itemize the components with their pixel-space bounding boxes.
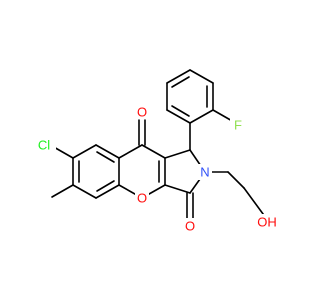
bond	[189, 109, 214, 124]
nitrogen-atom: N	[198, 164, 212, 180]
bond	[72, 184, 97, 199]
bond	[164, 149, 191, 159]
bond	[171, 76, 190, 88]
bond	[227, 171, 245, 189]
ring-oxygen-atom: O	[135, 190, 149, 206]
bond	[51, 184, 74, 198]
bonds	[51, 69, 267, 219]
bond	[96, 180, 115, 192]
chlorine-atom: Cl	[32, 137, 56, 153]
bond	[96, 151, 115, 163]
bond	[95, 144, 120, 159]
ketone-oxygen-label: O	[137, 105, 147, 120]
ketone-oxygen-atom: O	[135, 103, 149, 120]
bond	[166, 69, 191, 84]
bond	[166, 109, 191, 124]
label-background	[230, 117, 244, 133]
bond	[95, 184, 120, 199]
fluorine-atom: F	[230, 117, 244, 133]
label-background	[254, 214, 280, 230]
label-background	[32, 137, 56, 153]
lactam-oxygen-label: O	[185, 219, 195, 234]
structure-drawing: Cl F O O O N OH	[32, 69, 280, 234]
bond	[118, 144, 143, 159]
hydroxyl-group: OH	[254, 214, 280, 230]
atom-labels: Cl F O O O N OH	[32, 103, 280, 234]
label-background	[183, 218, 197, 234]
label-background	[135, 103, 149, 119]
nitrogen-label: N	[200, 165, 209, 180]
chlorine-label: Cl	[38, 138, 50, 153]
bond	[164, 184, 191, 194]
bond	[141, 144, 166, 159]
label-background	[198, 164, 212, 180]
molecule-canvas: Cl F O O O N OH	[32, 69, 280, 234]
bond	[72, 144, 97, 159]
hydroxyl-label: OH	[257, 215, 277, 230]
bond	[171, 105, 190, 117]
ring-oxygen-label: O	[137, 191, 147, 206]
bond	[243, 187, 267, 219]
fluorine-label: F	[234, 118, 242, 133]
label-background	[135, 190, 149, 206]
lactam-oxygen-atom: O	[183, 218, 197, 234]
bond	[189, 69, 214, 84]
